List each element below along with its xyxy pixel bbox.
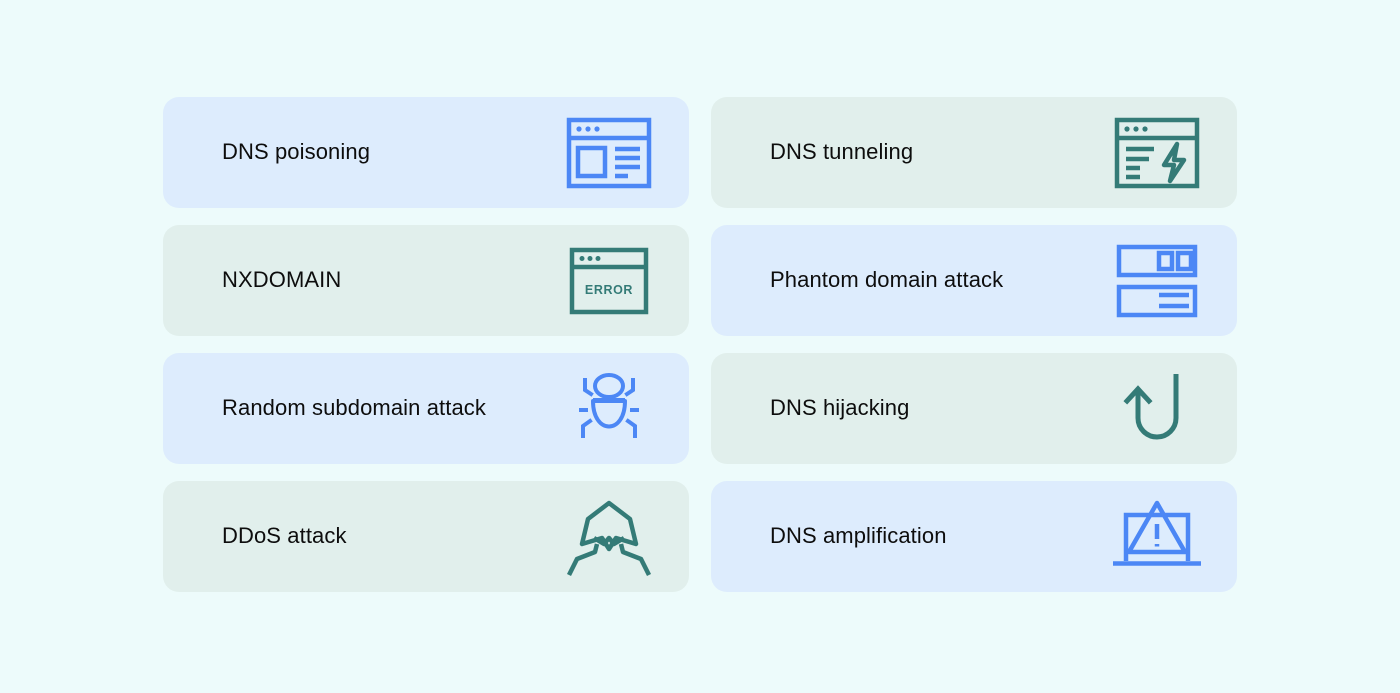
stacked-panels-icon [1111,239,1203,323]
card-label: DNS amplification [770,523,947,549]
card-random-subdomain-attack[interactable]: Random subdomain attack [163,353,689,464]
error-label: ERROR [585,283,633,297]
card-label: Random subdomain attack [222,395,487,421]
browser-window-error-icon: ERROR [563,239,655,323]
card-label: DNS hijacking [770,395,910,421]
hook-arrow-icon [1111,367,1203,451]
card-dns-hijacking[interactable]: DNS hijacking [711,353,1237,464]
browser-window-lightning-icon [1111,111,1203,195]
card-label: DNS poisoning [222,139,371,165]
bug-icon [563,367,655,451]
hooded-figure-icon [563,495,655,579]
card-dns-amplification[interactable]: DNS amplification [711,481,1237,592]
card-label: DDoS attack [222,523,347,549]
card-dns-poisoning[interactable]: DNS poisoning [163,97,689,208]
card-ddos-attack[interactable]: DDoS attack [163,481,689,592]
card-nxdomain[interactable]: NXDOMAIN ERROR [163,225,689,336]
dns-attack-types-grid: DNS poisoning DNS tunneling [163,97,1237,592]
card-label: NXDOMAIN [222,267,342,293]
card-phantom-domain-attack[interactable]: Phantom domain attack [711,225,1237,336]
card-label: Phantom domain attack [770,267,1004,293]
card-dns-tunneling[interactable]: DNS tunneling [711,97,1237,208]
card-label: DNS tunneling [770,139,914,165]
browser-window-layout-icon [563,111,655,195]
laptop-warning-icon [1111,495,1203,579]
